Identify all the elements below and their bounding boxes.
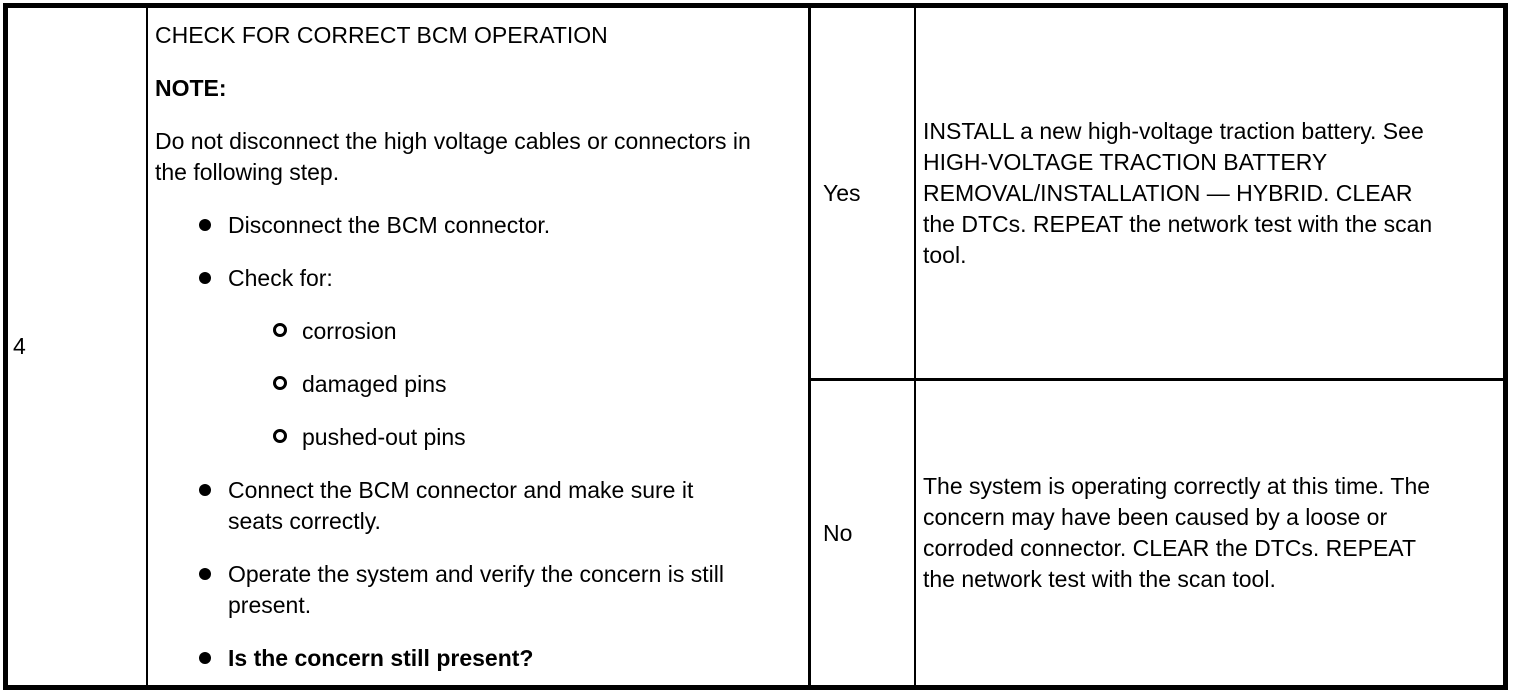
verdict-cell-yes: Yes <box>811 8 916 378</box>
filled-bullet-icon <box>199 484 211 496</box>
sub-bullet-item: damaged pins <box>155 369 800 400</box>
verdict-cell-no: No <box>811 381 916 685</box>
bullet-text: Operate the system and verify the concer… <box>228 561 724 618</box>
verdict-label-yes: Yes <box>823 179 861 206</box>
bullet-text-question: Is the concern still present? <box>228 645 534 671</box>
hollow-bullet-icon <box>273 376 287 390</box>
action-cell-yes: INSTALL a new high-voltage traction batt… <box>916 8 1503 378</box>
filled-bullet-icon <box>199 219 211 231</box>
step-number-cell: 4 <box>8 8 148 685</box>
pinpoint-test-step-table: 4 CHECK FOR CORRECT BCM OPERATION NOTE: … <box>3 3 1508 690</box>
procedure-cell: CHECK FOR CORRECT BCM OPERATION NOTE: Do… <box>148 8 811 685</box>
bullet-item: Check for: <box>155 263 800 294</box>
bullet-text: Check for: <box>228 265 333 291</box>
procedure-title: CHECK FOR CORRECT BCM OPERATION <box>155 22 608 48</box>
procedure-bullet-list: Disconnect the BCM connector. Check for:… <box>155 210 800 674</box>
sub-bullet-item: pushed-out pins <box>155 422 800 453</box>
yes-row: Yes INSTALL a new high-voltage traction … <box>811 8 1503 381</box>
bullet-text: corrosion <box>302 318 397 344</box>
bullet-item: Disconnect the BCM connector. <box>155 210 800 241</box>
filled-bullet-icon <box>199 652 211 664</box>
action-text-yes: INSTALL a new high-voltage traction batt… <box>923 117 1433 268</box>
no-row: No The system is operating correctly at … <box>811 381 1503 685</box>
bullet-text: Disconnect the BCM connector. <box>228 212 551 238</box>
hollow-bullet-icon <box>273 429 287 443</box>
note-label: NOTE: <box>155 75 227 101</box>
bullet-text: pushed-out pins <box>302 424 466 450</box>
action-cell-no: The system is operating correctly at thi… <box>916 381 1503 685</box>
bullet-item: Operate the system and verify the concer… <box>155 559 800 621</box>
action-text-no: The system is operating correctly at thi… <box>923 473 1431 592</box>
filled-bullet-icon <box>199 272 211 284</box>
bullet-text: damaged pins <box>302 371 447 397</box>
step-number: 4 <box>13 333 26 359</box>
filled-bullet-icon <box>199 568 211 580</box>
bullet-item-question: Is the concern still present? <box>155 643 800 674</box>
note-body: Do not disconnect the high voltage cable… <box>155 128 751 185</box>
bullet-text: Connect the BCM connector and make sure … <box>228 477 694 534</box>
sub-bullet-item: corrosion <box>155 316 800 347</box>
hollow-bullet-icon <box>273 323 287 337</box>
result-rows: Yes INSTALL a new high-voltage traction … <box>811 8 1503 685</box>
verdict-label-no: No <box>823 519 853 546</box>
bullet-item: Connect the BCM connector and make sure … <box>155 475 800 537</box>
